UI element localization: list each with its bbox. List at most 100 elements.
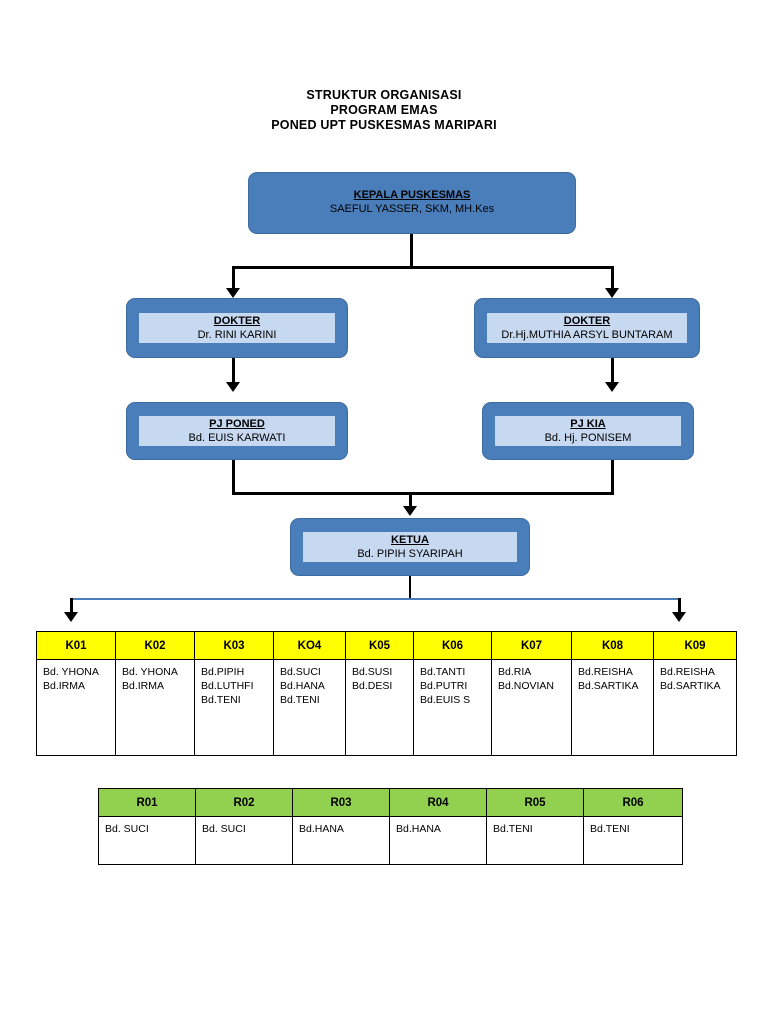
k-table-cell: Bd.TANTI Bd.PUTRI Bd.EUIS S (413, 659, 492, 756)
r-table-cell: Bd.HANA (389, 816, 487, 865)
title-line-3: PONED UPT PUSKESMAS MARIPARI (271, 118, 497, 132)
k-cell-line: Bd.IRMA (43, 680, 86, 692)
node-pj-poned[interactable]: PJ PONED Bd. EUIS KARWATI (126, 402, 348, 460)
arrow-to-k-table-left (64, 612, 78, 622)
k-table-header-cell: K08 (571, 631, 654, 660)
k-table-cell: Bd. YHONA Bd.IRMA (36, 659, 116, 756)
r-cell-line: Bd. SUCI (202, 823, 246, 835)
k-table-header-cell: K09 (653, 631, 737, 660)
k-table-header-cell: K01 (36, 631, 116, 660)
r-table-header-cell: R06 (583, 788, 683, 817)
r-table-header-cell: R03 (292, 788, 390, 817)
k-table-cell: Bd.REISHA Bd.SARTIKA (571, 659, 654, 756)
arrow-to-dokter-rini (226, 288, 240, 298)
title-line-1: STRUKTUR ORGANISASI (306, 88, 462, 102)
node-kepala-person: SAEFUL YASSER, SKM, MH.Kes (329, 203, 495, 215)
r-table-cell: Bd. SUCI (98, 816, 196, 865)
node-dokter-rini-role: DOKTER (139, 313, 335, 328)
node-ketua-role: KETUA (303, 532, 517, 547)
r-cell-line: Bd. SUCI (105, 823, 149, 835)
node-kepala-role: KEPALA PUSKESMAS (353, 189, 471, 201)
connector-kepala-stem (410, 234, 413, 268)
k-cell-line: Bd.TENI (280, 694, 320, 706)
connector-bus-3 (70, 598, 680, 600)
r-cell-line: Bd.HANA (299, 823, 344, 835)
r-cell-line: Bd.TENI (493, 823, 533, 835)
node-dokter-rini[interactable]: DOKTER Dr. RINI KARINI (126, 298, 348, 358)
k-cell-line: Bd.NOVIAN (498, 680, 555, 692)
r-table-header-cell: R04 (389, 788, 487, 817)
k-table-cell: Bd.SUCI Bd.HANA Bd.TENI (273, 659, 346, 756)
node-dokter-muthia-role: DOKTER (487, 313, 687, 328)
k-table-header-cell: K05 (345, 631, 414, 660)
r-table-header-cell: R01 (98, 788, 196, 817)
k-cell-line: Bd.REISHA (578, 666, 633, 678)
arrow-to-k-table-right (672, 612, 686, 622)
k-table-header-cell: K03 (194, 631, 274, 660)
arrow-to-pj-poned (226, 382, 240, 392)
k-cell-line: Bd.DESI (352, 680, 393, 692)
r-cell-line: Bd.HANA (396, 823, 441, 835)
node-pj-poned-person: Bd. EUIS KARWATI (139, 431, 335, 446)
arrow-to-ketua (403, 506, 417, 516)
r-team-table: R01 R02 R03 R04 R05 R06 Bd. SUCI Bd. SUC… (98, 788, 683, 865)
connector-bus-2 (232, 492, 614, 495)
k-table-header-cell: K06 (413, 631, 492, 660)
k-table-header-row: K01 K02 K03 KO4 K05 K06 K07 K08 K09 (36, 631, 737, 660)
k-cell-line: Bd.SUCI (280, 666, 321, 678)
k-cell-line: Bd.PIPIH (201, 666, 245, 678)
k-cell-line: Bd.TANTI (420, 666, 466, 678)
k-cell-line: Bd.SARTIKA (578, 680, 639, 692)
connector-dokter-muthia-stem (611, 358, 614, 382)
r-table-cell: Bd. SUCI (195, 816, 293, 865)
r-table-header-cell: R05 (486, 788, 584, 817)
node-ketua[interactable]: KETUA Bd. PIPIH SYARIPAH (290, 518, 530, 576)
k-cell-line: Bd.RIA (498, 666, 532, 678)
k-table-cell: Bd.SUSI Bd.DESI (345, 659, 414, 756)
chart-title: STRUKTUR ORGANISASI PROGRAM EMAS PONED U… (0, 88, 768, 133)
connector-branch-right (611, 266, 614, 288)
k-table-row: Bd. YHONA Bd.IRMA Bd. YHONA Bd.IRMA Bd.P… (36, 659, 737, 756)
k-table-header-cell: K02 (115, 631, 195, 660)
k-cell-line: Bd. YHONA (43, 666, 99, 678)
connector-bus3-right (678, 598, 681, 614)
connector-bus3-left (70, 598, 73, 614)
node-pj-kia[interactable]: PJ KIA Bd. Hj. PONISEM (482, 402, 694, 460)
connector-pj-kia-stem (611, 460, 614, 494)
r-table-header-row: R01 R02 R03 R04 R05 R06 (98, 788, 683, 817)
k-cell-line: Bd.TENI (201, 694, 241, 706)
r-table-cell: Bd.HANA (292, 816, 390, 865)
connector-branch-left (232, 266, 235, 288)
k-cell-line: Bd.PUTRI (420, 680, 468, 692)
k-cell-line: Bd.SARTIKA (660, 680, 721, 692)
connector-pj-poned-stem (232, 460, 235, 494)
k-cell-line: Bd.EUIS S (420, 694, 471, 706)
connector-bus-1 (232, 266, 614, 269)
r-cell-line: Bd.TENI (590, 823, 630, 835)
k-table-cell: Bd.RIA Bd.NOVIAN (491, 659, 572, 756)
node-pj-poned-role: PJ PONED (139, 416, 335, 431)
node-kepala-puskesmas[interactable]: KEPALA PUSKESMAS SAEFUL YASSER, SKM, MH.… (248, 172, 576, 234)
arrow-to-pj-kia (605, 382, 619, 392)
node-dokter-rini-person: Dr. RINI KARINI (139, 328, 335, 343)
k-cell-line: Bd.REISHA (660, 666, 715, 678)
connector-ketua-stem (409, 492, 412, 508)
r-table-row: Bd. SUCI Bd. SUCI Bd.HANA Bd.HANA Bd.TEN… (98, 816, 683, 865)
k-table-cell: Bd.REISHA Bd.SARTIKA (653, 659, 737, 756)
node-pj-kia-person: Bd. Hj. PONISEM (495, 431, 681, 446)
connector-dokter-rini-stem (232, 358, 235, 382)
node-dokter-muthia[interactable]: DOKTER Dr.Hj.MUTHIA ARSYL BUNTARAM (474, 298, 700, 358)
r-table-cell: Bd.TENI (486, 816, 584, 865)
k-cell-line: Bd. YHONA (122, 666, 178, 678)
k-cell-line: Bd.HANA (280, 680, 325, 692)
r-table-cell: Bd.TENI (583, 816, 683, 865)
k-table-cell: Bd. YHONA Bd.IRMA (115, 659, 195, 756)
k-table-header-cell: KO4 (273, 631, 346, 660)
connector-ketua-down-stem (409, 576, 411, 598)
title-line-2: PROGRAM EMAS (330, 103, 438, 117)
node-dokter-muthia-person: Dr.Hj.MUTHIA ARSYL BUNTARAM (487, 328, 687, 343)
k-table-header-cell: K07 (491, 631, 572, 660)
node-ketua-person: Bd. PIPIH SYARIPAH (303, 547, 517, 562)
k-cell-line: Bd.LUTHFI (201, 680, 254, 692)
r-table-header-cell: R02 (195, 788, 293, 817)
